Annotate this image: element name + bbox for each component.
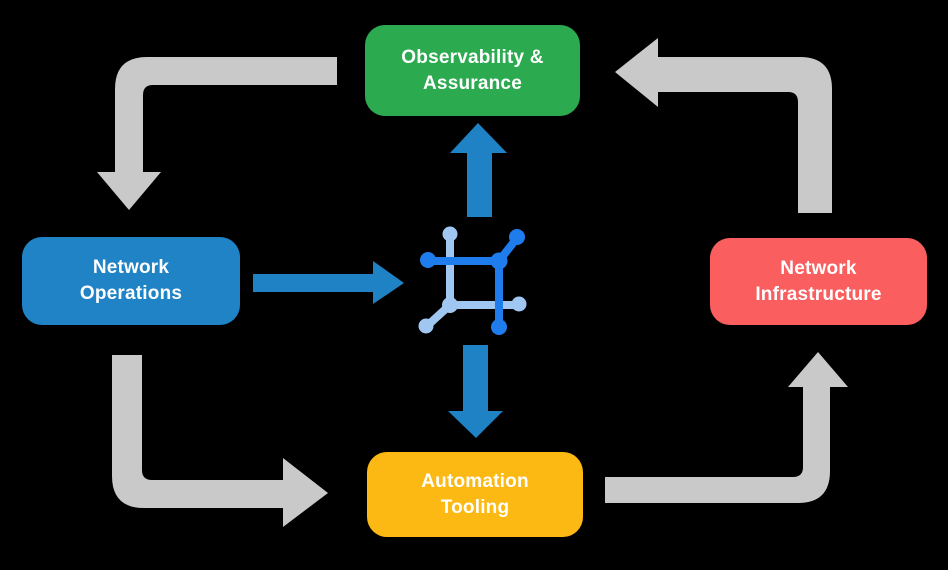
node-label-line2: Operations xyxy=(79,283,183,304)
node-label-line1: Network xyxy=(780,257,857,279)
node-observability-assurance: Observability & Assurance xyxy=(365,25,580,116)
node-label: Observability & Assurance xyxy=(401,45,543,97)
arrow-observability-to-operations-icon xyxy=(97,57,337,210)
arrow-operations-to-automation-icon xyxy=(112,355,328,527)
network-mesh-icon xyxy=(418,226,527,335)
node-network-infrastructure: Network Infrastructure xyxy=(710,238,927,325)
node-network-operations: Network Operations xyxy=(22,237,240,325)
node-label-line2: Infrastructure xyxy=(755,283,882,305)
node-label: Network Operations xyxy=(80,255,182,307)
node-label-line2: Assurance xyxy=(423,72,522,94)
arrow-automation-to-infrastructure-icon xyxy=(605,352,848,503)
arrow-center-to-observability-icon xyxy=(450,123,507,217)
node-label: Automation Tooling xyxy=(421,469,529,521)
mesh-dark-branches xyxy=(420,229,525,335)
node-label: Network Infrastructure xyxy=(755,256,881,308)
arrow-center-to-automation-icon xyxy=(448,345,503,438)
arrow-infrastructure-to-observability-icon xyxy=(615,38,832,213)
node-label-line1: Observability & xyxy=(401,46,544,68)
node-label-line2: Tooling xyxy=(440,496,510,518)
node-label-line1: Network xyxy=(92,257,170,278)
node-automation-tooling: Automation Tooling xyxy=(367,452,583,537)
node-label-line1: Automation xyxy=(421,470,529,492)
arrow-operations-to-center-icon xyxy=(253,261,404,304)
